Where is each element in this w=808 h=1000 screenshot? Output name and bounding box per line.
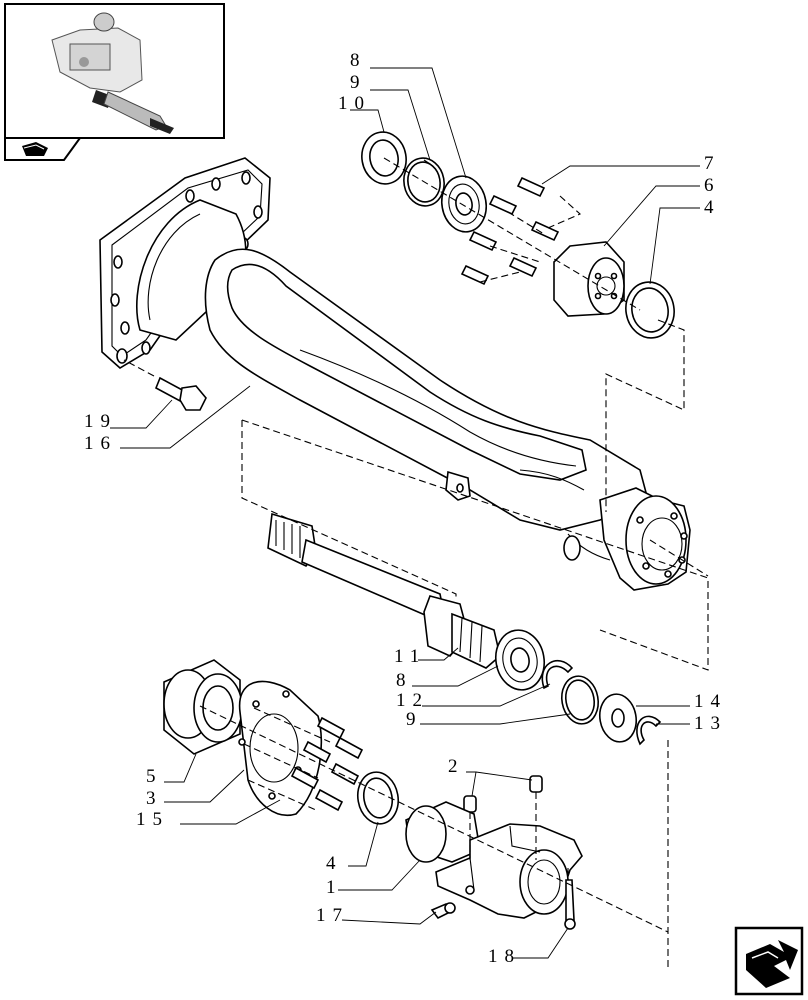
bolts-7 [460, 176, 560, 286]
screw-18 [564, 879, 576, 930]
callout-2: 2 [448, 756, 465, 777]
callout-7: 7 [704, 153, 721, 174]
callout-labels: 8 9 10 7 6 4 19 16 11 8 12 9 14 13 5 3 1… [84, 50, 727, 967]
callout-18: 18 [488, 946, 521, 967]
bushing-5 [163, 659, 243, 755]
callout-10: 10 [338, 93, 371, 114]
bolt-19 [154, 376, 207, 411]
callout-6: 6 [704, 175, 721, 196]
pins-2 [463, 775, 543, 813]
book-icon [22, 142, 48, 156]
flange-3 [238, 680, 323, 817]
washer-14 [598, 693, 638, 743]
callout-1: 1 [326, 877, 343, 898]
grease-fitting-17 [430, 902, 456, 920]
callout-13: 13 [694, 713, 727, 734]
bolts-15 [290, 716, 364, 812]
circlip-12 [541, 659, 574, 690]
assembly-lines [123, 157, 709, 968]
leader-lines [110, 67, 700, 959]
locator-thumbnail[interactable] [4, 3, 225, 161]
return-arrow-icon [746, 940, 798, 988]
callout-9: 9 [406, 709, 423, 730]
callout-14: 14 [694, 691, 727, 712]
callout-12: 12 [396, 690, 429, 711]
bearing-8a [440, 175, 488, 233]
seal-ring-4a [625, 281, 675, 339]
bearing-8b [494, 629, 546, 691]
axle-shaft-11 [267, 512, 501, 669]
callout-8: 8 [350, 50, 367, 71]
callout-17: 17 [316, 905, 349, 926]
callout-16: 16 [84, 433, 117, 454]
axle-housing [99, 157, 691, 591]
callout-11: 11 [394, 646, 426, 667]
callout-19: 19 [84, 411, 117, 432]
seal-ring-4b [356, 771, 400, 825]
snap-ring-9b [560, 675, 600, 725]
flange-bolt-holes [110, 171, 263, 364]
callout-4: 4 [326, 853, 343, 874]
tractor-thumbnail-image [51, 12, 174, 134]
next-page-button[interactable] [734, 926, 804, 996]
callout-5: 5 [146, 766, 163, 787]
callout-9: 9 [350, 72, 367, 93]
callout-15: 15 [136, 809, 169, 830]
carrier-6 [553, 241, 625, 317]
callout-3: 3 [146, 788, 163, 809]
callout-8: 8 [396, 670, 413, 691]
callout-4: 4 [704, 197, 721, 218]
support-bracket-1 [405, 801, 583, 919]
hub-bolt-holes [636, 512, 688, 578]
circlip-13 [636, 715, 662, 746]
